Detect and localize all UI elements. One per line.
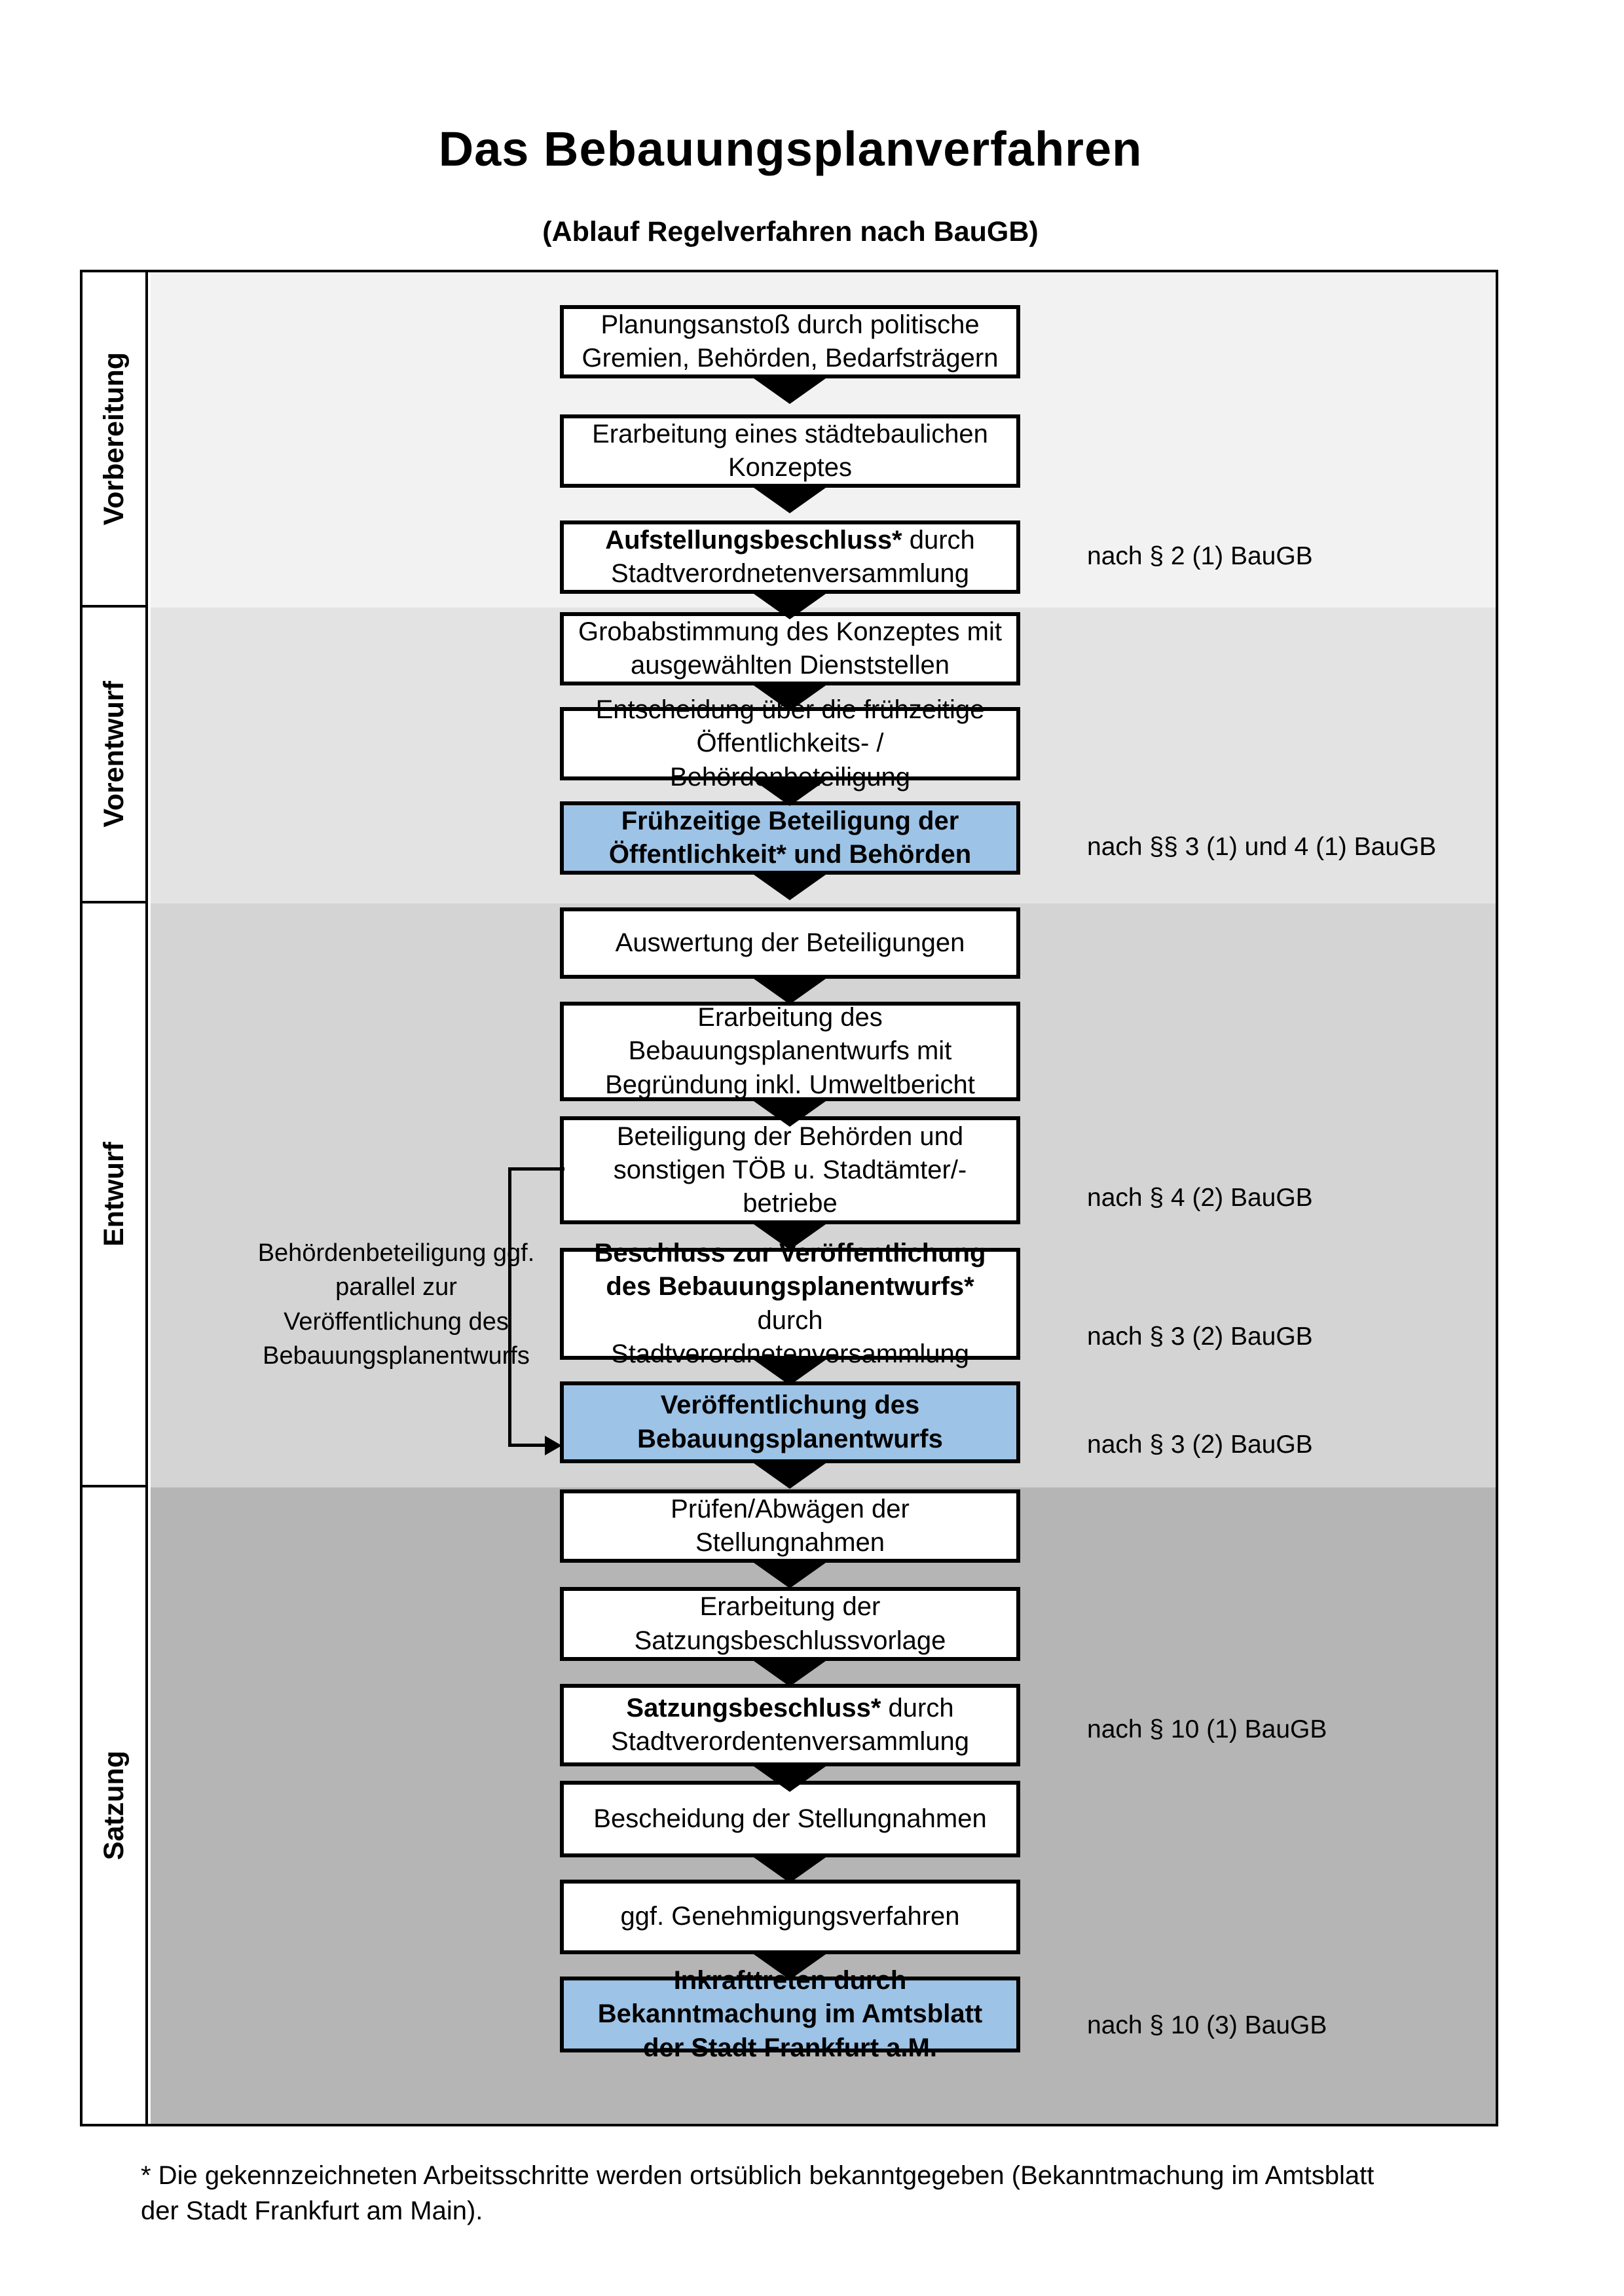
legal-ref-behoerdenbeteiligung: nach § 4 (2) BauGB <box>1087 1184 1313 1212</box>
step-text-bold: Frühzeitige Beteiligung der Öffentlichke… <box>608 806 972 869</box>
flow-step-behoerdenbeteiligung: Beteiligung der Behörden und sonstigen T… <box>560 1116 1020 1224</box>
page-subtitle: (Ablauf Regelverfahren nach BauGB) <box>542 216 1039 247</box>
parallel-connector-vertical <box>508 1167 511 1447</box>
phase-label-text: Vorbereitung <box>98 352 130 526</box>
legal-ref-inkrafttreten: nach § 10 (3) BauGB <box>1087 2011 1327 2039</box>
down-arrow <box>749 1951 830 1980</box>
down-arrow <box>749 591 830 619</box>
legal-ref-fruehzeitige-beteiligung: nach §§ 3 (1) und 4 (1) BauGB <box>1087 833 1437 861</box>
down-arrow <box>749 1460 830 1489</box>
step-text: Erarbeitung eines städtebaulichen Konzep… <box>592 419 988 482</box>
footnote: * Die gekennzeichneten Arbeitsschritte w… <box>141 2161 1389 2225</box>
parallel-connector-top <box>508 1167 564 1171</box>
parallel-connector-bottom <box>508 1444 546 1447</box>
flow-step-satzungsvorlage: Erarbeitung der Satzungsbeschlussvorlage <box>560 1587 1020 1661</box>
step-text: durch Bekanntmachung im Amtsblatt der St… <box>597 1966 983 2062</box>
down-arrow <box>749 1357 830 1385</box>
down-arrow <box>749 1658 830 1686</box>
down-arrow <box>749 1559 830 1588</box>
down-arrow <box>749 484 830 513</box>
step-text-bold: Veröffentlichung des Bebauungsplanentwur… <box>637 1391 943 1453</box>
flow-step-satzungsbeschluss: Satzungsbeschluss* durch Stadtverordente… <box>560 1684 1020 1766</box>
down-arrow <box>749 1221 830 1250</box>
flow-step-konzept-erarbeitung: Erarbeitung eines städtebaulichen Konzep… <box>560 414 1020 488</box>
down-arrow <box>749 375 830 404</box>
flow-step-fruehzeitige-beteiligung: Frühzeitige Beteiligung der Öffentlichke… <box>560 801 1020 875</box>
down-arrow <box>749 1854 830 1883</box>
step-text-bold: Satzungsbeschluss* <box>626 1693 881 1722</box>
flow-step-aufstellungsbeschluss: Aufstellungsbeschluss* durch Stadtverord… <box>560 520 1020 594</box>
phase-label-vorentwurf: Vorentwurf <box>83 608 148 903</box>
step-text: Auswertung der Beteiligungen <box>615 928 965 957</box>
legal-ref-aufstellungsbeschluss: nach § 2 (1) BauGB <box>1087 542 1313 570</box>
down-arrow <box>749 1098 830 1127</box>
step-text: Beteiligung der Behörden und sonstigen T… <box>613 1121 967 1218</box>
down-arrow <box>749 871 830 900</box>
legal-ref-beschluss-veroeffentlichung: nach § 3 (2) BauGB <box>1087 1322 1313 1351</box>
phase-label-satzung: Satzung <box>83 1487 148 2124</box>
step-text: ggf. Genehmigungsverfahren <box>620 1902 960 1931</box>
flow-step-auswertung: Auswertung der Beteiligungen <box>560 907 1020 979</box>
phase-label-text: Entwurf <box>98 1141 130 1247</box>
phase-label-text: Vorentwurf <box>98 681 130 828</box>
flow-step-veroeffentlichung: Veröffentlichung des Bebauungsplanentwur… <box>560 1381 1020 1463</box>
flow-step-genehmigungsverfahren: ggf. Genehmigungsverfahren <box>560 1880 1020 1954</box>
legal-ref-veroeffentlichung: nach § 3 (2) BauGB <box>1087 1430 1313 1459</box>
parallel-connector-arrowhead-icon <box>545 1436 562 1455</box>
step-text: Planungsanstoß durch politische Gremien,… <box>581 310 999 373</box>
step-text: Bescheidung der Stellungnahmen <box>593 1804 987 1833</box>
step-text: durch Stadtverordentenversammlung <box>611 1693 969 1756</box>
flow-step-entwurf-erarbeitung: Erarbeitung des Bebauungsplanentwurfs mi… <box>560 1002 1020 1101</box>
parallel-note: Behördenbeteiligung ggf. parallel zur Ve… <box>257 1239 535 1370</box>
legal-ref-satzungsbeschluss: nach § 10 (1) BauGB <box>1087 1715 1327 1743</box>
flow-step-beschluss-veroeffentlichung: Beschluss zur Veröffentlichung des Bebau… <box>560 1239 1020 1368</box>
phase-label-text: Satzung <box>98 1751 130 1861</box>
flow-step-pruefen-abwaegen: Prüfen/Abwägen der Stellungnahmen <box>560 1489 1020 1563</box>
step-text: Grobabstimmung des Konzeptes mit ausgewä… <box>578 617 1002 680</box>
step-text: Erarbeitung des Bebauungsplanentwurfs mi… <box>605 1003 975 1099</box>
phase-label-vorbereitung: Vorbereitung <box>83 272 148 608</box>
down-arrow <box>749 1763 830 1792</box>
phase-label-entwurf: Entwurf <box>83 903 148 1487</box>
step-text-bold: Aufstellungsbeschluss* <box>605 525 902 555</box>
step-text: Prüfen/Abwägen der Stellungnahmen <box>671 1494 910 1557</box>
flow-step-entscheidung-beteiligung: Entscheidung über die frühzeitige Öffent… <box>560 695 1020 792</box>
flow-step-planungsanstoss: Planungsanstoß durch politische Gremien,… <box>560 305 1020 378</box>
step-text: durch Stadtverordnetenversammlung <box>611 525 975 588</box>
down-arrow <box>749 777 830 806</box>
down-arrow <box>749 682 830 711</box>
down-arrow <box>749 975 830 1004</box>
page-title: Das Bebauungsplanverfahren <box>438 122 1143 176</box>
flow-step-bescheidung: Bescheidung der Stellungnahmen <box>560 1781 1020 1857</box>
flow-step-grobabstimmung: Grobabstimmung des Konzeptes mit ausgewä… <box>560 612 1020 685</box>
flow-step-inkrafttreten: Inkrafttreten durch Bekanntmachung im Am… <box>560 1966 1020 2062</box>
step-text: Erarbeitung der Satzungsbeschlussvorlage <box>634 1592 946 1655</box>
